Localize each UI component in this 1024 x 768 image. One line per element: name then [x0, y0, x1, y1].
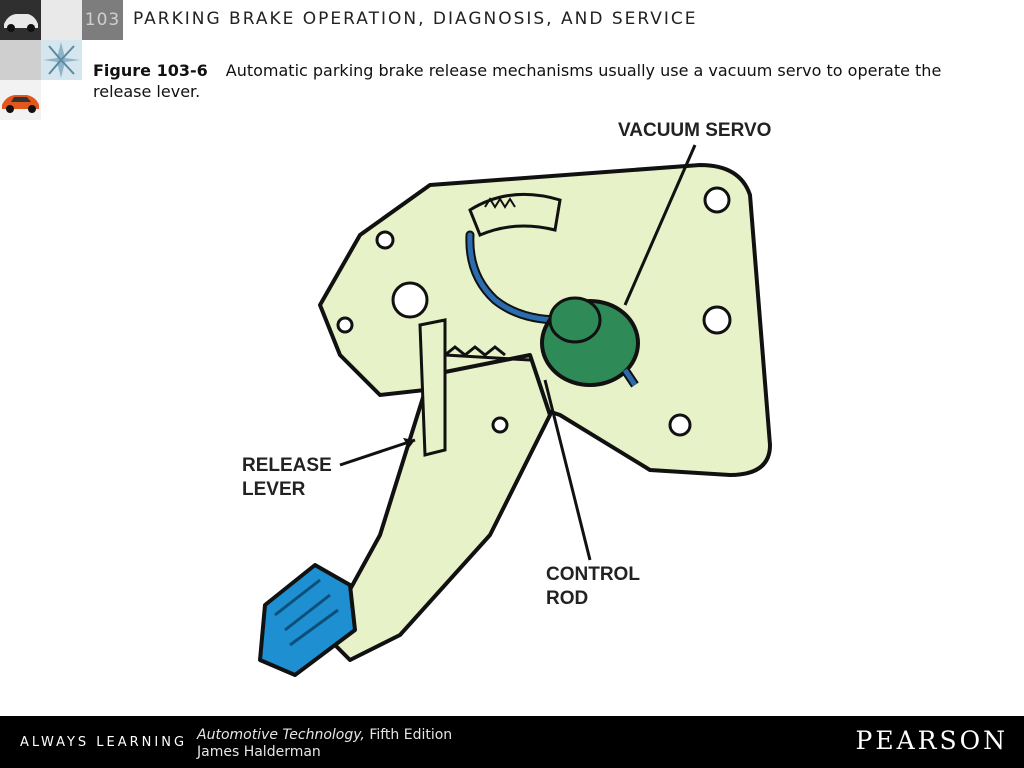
leader-control-rod	[543, 379, 592, 561]
book-author: James Halderman	[197, 744, 321, 760]
control-rod	[444, 353, 531, 362]
pedal-arm	[323, 353, 552, 662]
callout-release-lever: RELEASE LEVER	[242, 455, 332, 500]
caption-text: Automatic parking brake release mechanis…	[93, 61, 942, 101]
book-credit: Automotive Technology, Fifth Edition Jam…	[197, 727, 452, 761]
chapter-number: 103	[82, 0, 123, 40]
crystal-thumbnail	[41, 40, 82, 80]
leader-vacuum-servo	[623, 144, 697, 306]
car-thumbnail-red	[0, 80, 41, 120]
chapter-title: PARKING BRAKE OPERATION, DIAGNOSIS, AND …	[133, 9, 698, 29]
pedal-pad	[258, 563, 357, 677]
publisher-logo: PEARSON	[855, 726, 1008, 755]
footer-bar: ALWAYS LEARNING Automotive Technology, F…	[0, 716, 1024, 768]
footer-slogan: ALWAYS LEARNING	[20, 735, 188, 750]
callout-control-rod: CONTROL ROD	[546, 564, 640, 609]
release-lever-part	[418, 318, 447, 457]
figure-label: Figure 103-6	[93, 61, 208, 80]
leader-release-lever	[339, 438, 416, 467]
book-edition: Fifth Edition	[364, 727, 453, 743]
thumbnail-gray	[0, 40, 41, 80]
car-thumbnail-white	[0, 0, 41, 40]
vacuum-servo	[540, 296, 640, 388]
callout-vacuum-servo: VACUUM SERVO	[618, 120, 772, 141]
parking-brake-illustration: VACUUM SERVO RELEASE LEVER CONTROL ROD	[230, 115, 810, 695]
header-strip	[41, 0, 82, 40]
book-title: Automotive Technology,	[197, 727, 365, 743]
